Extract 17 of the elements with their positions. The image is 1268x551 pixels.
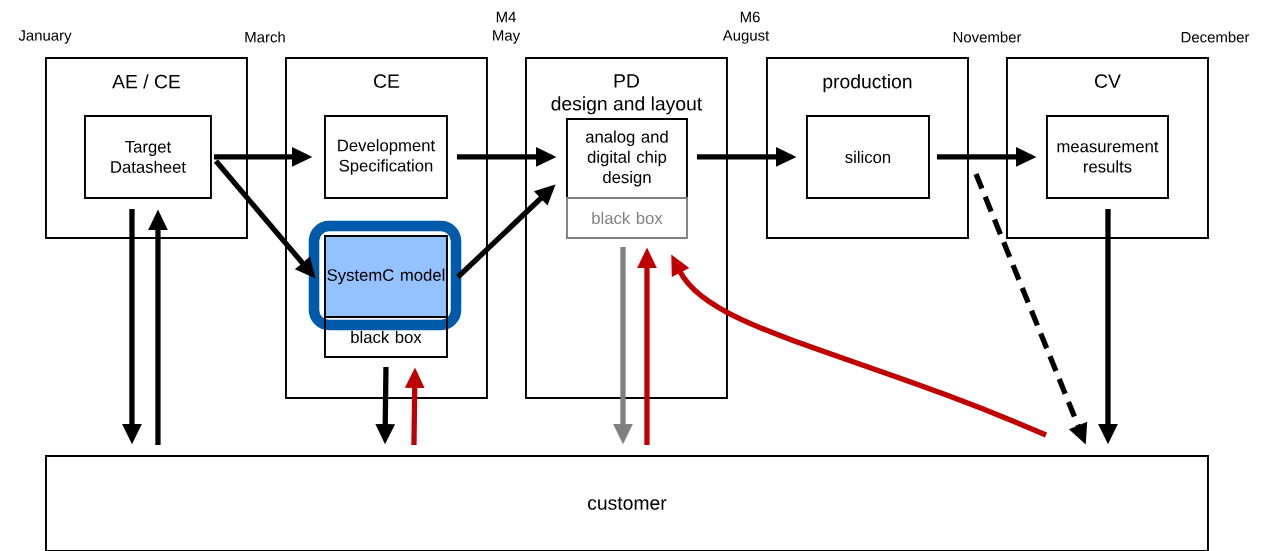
month-label: December	[1181, 31, 1250, 43]
process-box: measurement results	[1046, 115, 1169, 199]
process-box: silicon	[806, 115, 930, 199]
process-box: black box	[566, 197, 688, 239]
process-box: analog and digital chip design	[566, 118, 688, 199]
month-label: November	[953, 31, 1022, 43]
month-label: M4	[496, 11, 516, 23]
month-label: August	[722, 30, 770, 44]
process-box: Development Specification	[324, 115, 448, 199]
month-label: January	[18, 30, 72, 44]
month-label: March	[245, 31, 285, 43]
month-label: May	[493, 30, 521, 44]
process-box: black box	[324, 316, 448, 358]
customer-box: customer	[45, 455, 1209, 551]
process-box: Target Datasheet	[84, 115, 212, 199]
month-label: M6	[740, 11, 760, 23]
model-box: SystemC model	[308, 220, 462, 331]
